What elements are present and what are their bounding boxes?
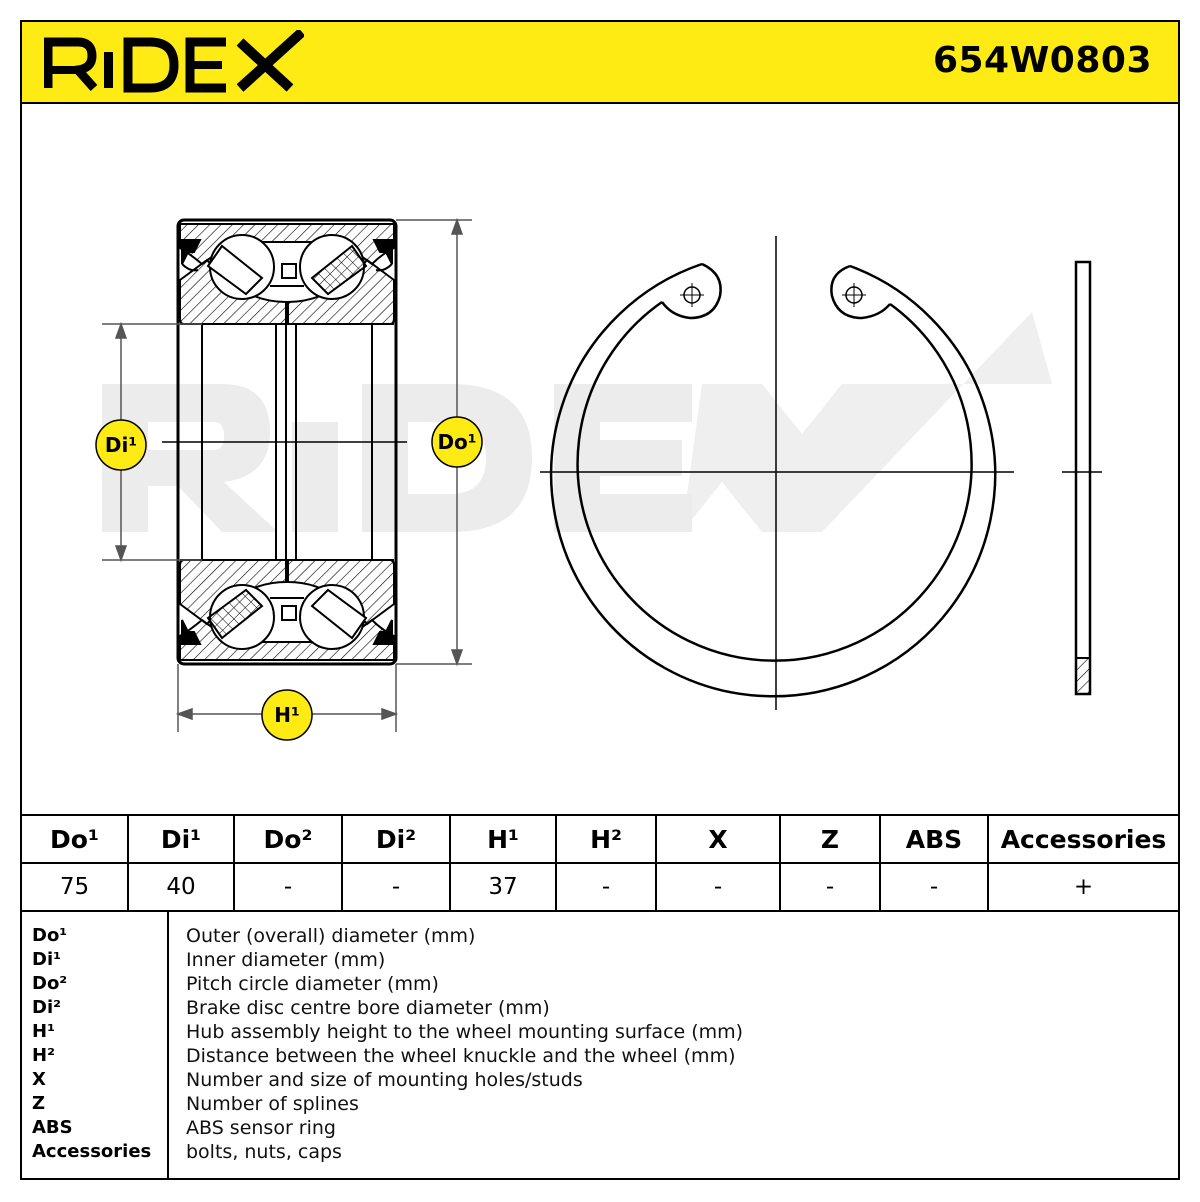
legend-row: Di¹ Inner diameter (mm) — [22, 948, 1178, 972]
header-bar: 654W0803 — [22, 22, 1178, 104]
legend-desc: Number and size of mounting holes/studs — [186, 1069, 583, 1091]
legend-desc: ABS sensor ring — [186, 1117, 336, 1139]
legend-desc: Hub assembly height to the wheel mountin… — [186, 1021, 744, 1043]
value-do2: - — [233, 862, 343, 912]
legend-divider — [167, 910, 169, 1178]
bearing-section — [162, 218, 407, 666]
col-header-do2: Do² — [233, 814, 343, 864]
value-z: - — [779, 862, 881, 912]
product-sheet: 654W0803 — [20, 20, 1180, 1180]
legend-desc: Pitch circle diameter (mm) — [186, 973, 439, 995]
col-header-do1: Do¹ — [22, 814, 129, 864]
legend-key: Di¹ — [32, 949, 61, 970]
legend-desc: Number of splines — [186, 1093, 359, 1115]
value-h2: - — [555, 862, 657, 912]
value-di1: 40 — [127, 862, 235, 912]
col-header-z: Z — [779, 814, 881, 864]
value-x: - — [655, 862, 781, 912]
circlip-front-view — [540, 236, 1014, 710]
col-header-di1: Di¹ — [127, 814, 235, 864]
spec-table: Do¹ Di¹ Do² Di² H¹ H² X Z ABS Accessorie… — [22, 814, 1178, 912]
h1-badge: H¹ — [261, 689, 313, 741]
col-header-abs: ABS — [879, 814, 989, 864]
spec-table-header-row: Do¹ Di¹ Do² Di² H¹ H² X Z ABS Accessorie… — [22, 814, 1178, 864]
legend-key: Z — [32, 1093, 46, 1114]
technical-drawing-area: Di¹ Do¹ H¹ — [22, 104, 1178, 816]
do1-badge: Do¹ — [431, 416, 483, 468]
legend-desc: Brake disc centre bore diameter (mm) — [186, 997, 550, 1019]
legend-row: Di² Brake disc centre bore diameter (mm) — [22, 996, 1178, 1020]
value-do1: 75 — [22, 862, 129, 912]
di1-badge: Di¹ — [95, 419, 147, 471]
legend-key: Accessories — [32, 1141, 152, 1162]
legend-key: H² — [32, 1045, 55, 1066]
col-header-di2: Di² — [341, 814, 451, 864]
value-h1: 37 — [449, 862, 557, 912]
ridex-watermark — [102, 312, 1052, 532]
legend-key: Do¹ — [32, 925, 68, 946]
legend-row: Do² Pitch circle diameter (mm) — [22, 972, 1178, 996]
legend-key: Di² — [32, 997, 61, 1018]
legend-key: X — [32, 1069, 46, 1090]
legend-row: Z Number of splines — [22, 1092, 1178, 1116]
value-di2: - — [341, 862, 451, 912]
spec-table-value-row: 75 40 - - 37 - - - - + — [22, 862, 1178, 912]
part-number: 654W0803 — [932, 40, 1152, 81]
legend-key: ABS — [32, 1117, 73, 1138]
svg-text:Di¹: Di¹ — [105, 433, 137, 457]
col-header-accessories: Accessories — [987, 814, 1178, 864]
legend-desc: Inner diameter (mm) — [186, 949, 386, 971]
svg-text:H¹: H¹ — [274, 703, 300, 727]
legend-desc: Outer (overall) diameter (mm) — [186, 925, 476, 947]
value-abs: - — [879, 862, 989, 912]
svg-text:Do¹: Do¹ — [437, 430, 476, 454]
legend: Do¹ Outer (overall) diameter (mm) Di¹ In… — [22, 910, 1178, 1178]
legend-row: Accessories bolts, nuts, caps — [22, 1140, 1178, 1164]
legend-row: Do¹ Outer (overall) diameter (mm) — [22, 924, 1178, 948]
legend-desc: Distance between the wheel knuckle and t… — [186, 1045, 736, 1067]
value-accessories: + — [987, 862, 1178, 912]
circlip-side-view — [1062, 260, 1102, 696]
legend-row: H² Distance between the wheel knuckle an… — [22, 1044, 1178, 1068]
legend-desc: bolts, nuts, caps — [186, 1141, 342, 1163]
col-header-h1: H¹ — [449, 814, 557, 864]
legend-row: X Number and size of mounting holes/stud… — [22, 1068, 1178, 1092]
col-header-x: X — [655, 814, 781, 864]
col-header-h2: H² — [555, 814, 657, 864]
legend-row: H¹ Hub assembly height to the wheel moun… — [22, 1020, 1178, 1044]
legend-row: ABS ABS sensor ring — [22, 1116, 1178, 1140]
ridex-logo — [44, 30, 304, 93]
legend-key: H¹ — [32, 1021, 55, 1042]
legend-key: Do² — [32, 973, 68, 994]
